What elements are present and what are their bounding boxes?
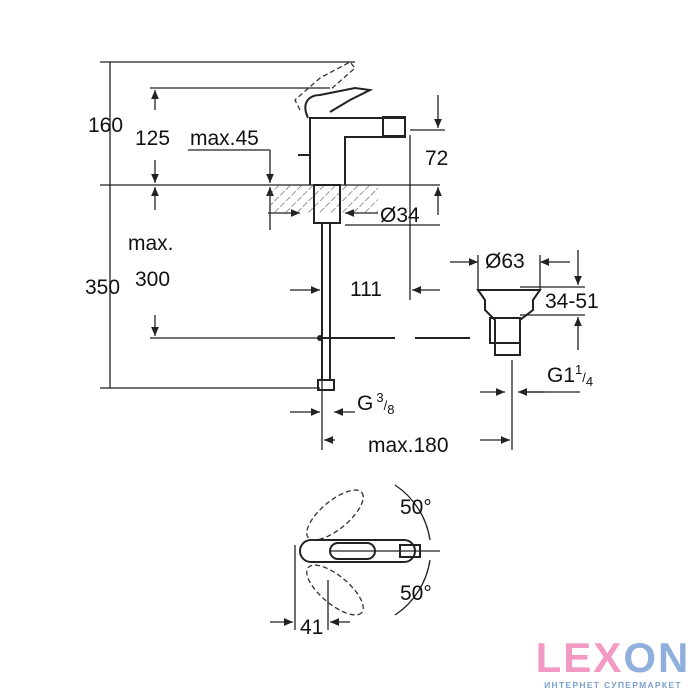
dim-41: 41 (300, 616, 323, 639)
dim-125: 125 (135, 127, 170, 150)
dim-hole-diameter: Ø34 (380, 204, 420, 227)
dim-111: 111 (350, 278, 382, 301)
dim-max-label: max. (128, 232, 174, 255)
dim-angle-down: 50° (400, 582, 432, 605)
dim-waste-diameter: Ø63 (485, 250, 525, 273)
dim-350: 350 (85, 276, 120, 299)
dim-72: 72 (425, 147, 448, 170)
dim-waste-thread: G11/4 (547, 362, 593, 389)
logo-o: O (623, 634, 658, 681)
logo-lex: LEX (535, 634, 624, 681)
dim-300: 300 (135, 268, 170, 291)
dim-max45: max.45 (190, 127, 259, 150)
dim-waste-range: 34-51 (545, 290, 599, 313)
dimension-labels: 160 125 max.45 72 Ø34 max. 300 350 111 Ø… (85, 114, 599, 639)
faucet-body (268, 61, 406, 391)
dim-160: 160 (88, 114, 123, 137)
logo-n: N (658, 634, 691, 681)
dimension-lines (109, 62, 585, 630)
pop-up-waste (317, 289, 542, 356)
dim-angle-up: 50° (400, 496, 432, 519)
dim-max180: max.180 (368, 434, 449, 457)
lexon-logo: LEXON ИНТЕРНЕТ СУПЕРМАРКЕТ (533, 634, 693, 691)
top-view (299, 484, 440, 616)
logo-tagline: ИНТЕРНЕТ СУПЕРМАРКЕТ (544, 680, 682, 690)
